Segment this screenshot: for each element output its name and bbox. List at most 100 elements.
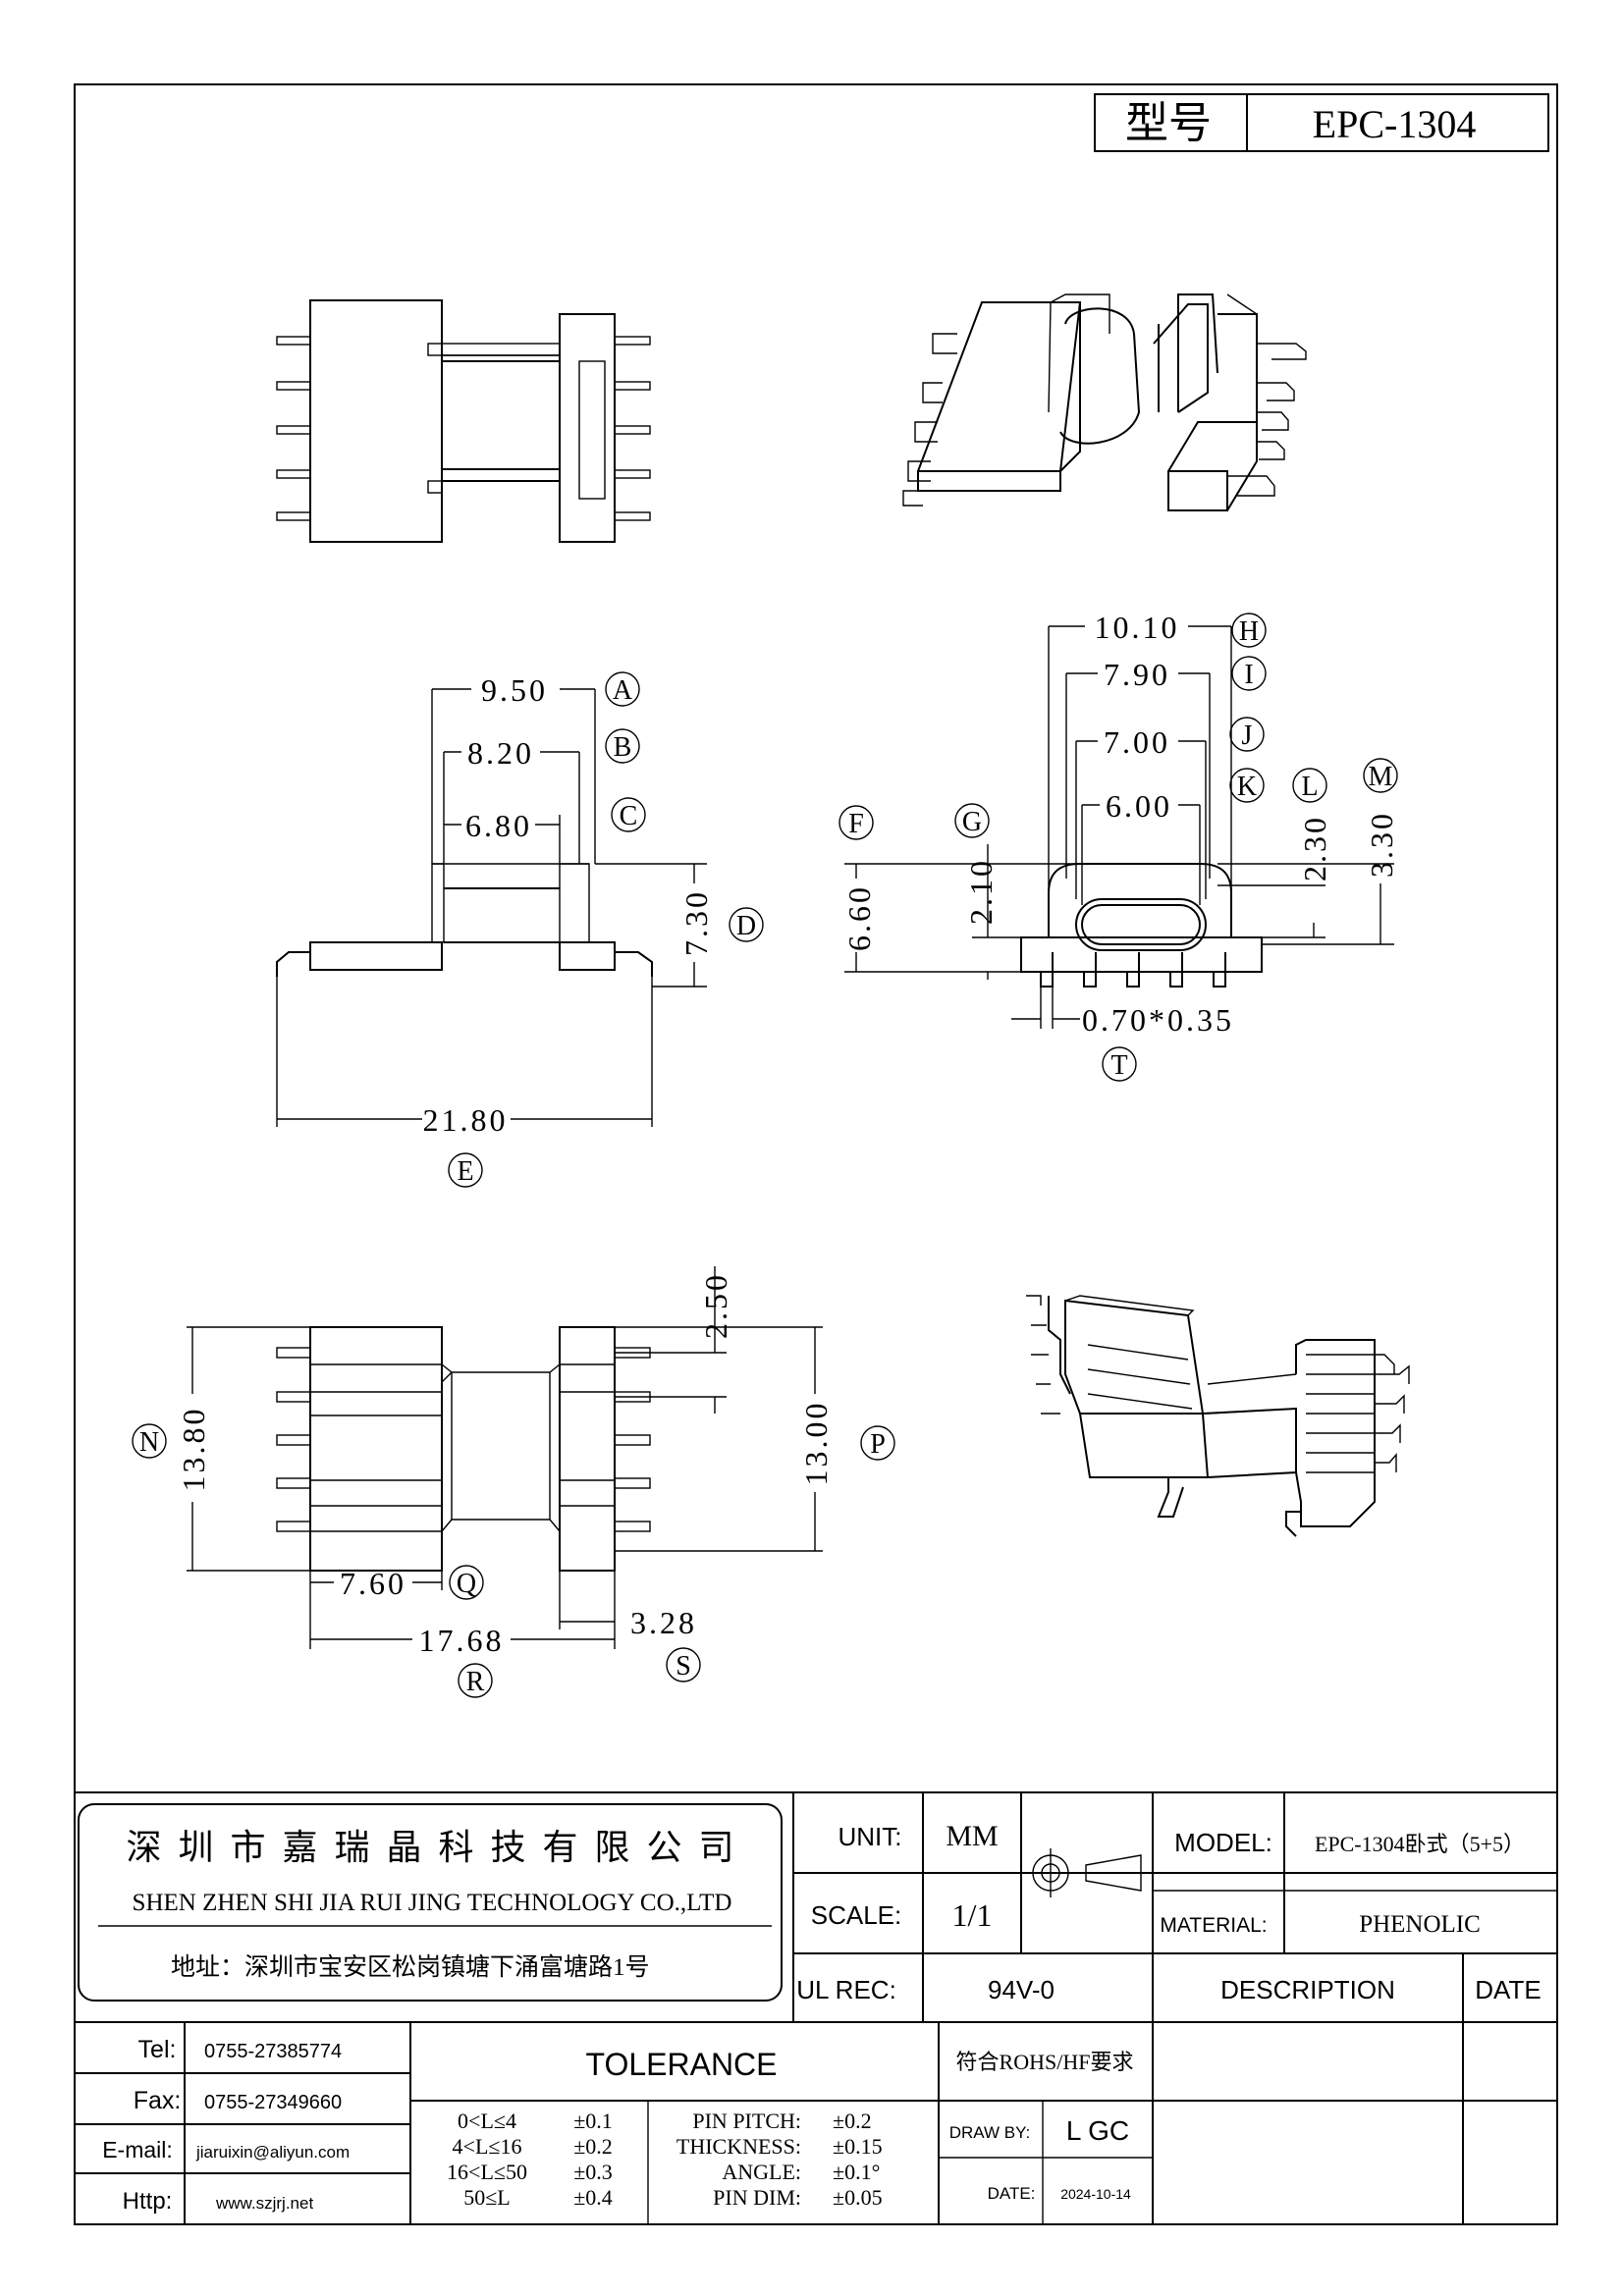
tolerance-item-1: PIN PITCH: (692, 2109, 801, 2133)
tolerance-item-value-1: ±0.2 (833, 2109, 872, 2133)
tolerance-item-value-2: ±0.15 (833, 2134, 883, 2159)
dimension-S: 3.28 (559, 1571, 697, 1640)
dimension-H: 10.10 (1048, 610, 1232, 893)
rohs-note: 符合ROHS/HF要求 (956, 2050, 1134, 2074)
dimension-D: 7.30 (595, 863, 714, 988)
material-value: PHENOLIC (1359, 1911, 1481, 1938)
description-header: DESCRIPTION (1220, 1975, 1395, 2004)
callout-N: N (132, 1423, 167, 1459)
company-address: 地址：深圳市宝安区松岗镇塘下涌富塘路1号 (171, 1953, 650, 1981)
svg-text:H: H (1239, 616, 1259, 647)
date-value: 2024-10-14 (1060, 2186, 1131, 2202)
http-label: Http: (123, 2188, 173, 2215)
svg-text:L: L (1301, 772, 1318, 802)
tel-value: 0755-27385774 (204, 2041, 342, 2062)
callout-C: C (611, 797, 646, 832)
dimension-L: 2.30 (1217, 815, 1332, 938)
callout-M: M (1363, 758, 1398, 793)
tolerance-range-2: 4<L≤16 (453, 2134, 522, 2159)
draw-by-label: DRAW BY: (949, 2123, 1031, 2142)
fax-value: 0755-27349660 (204, 2092, 342, 2113)
svg-text:S: S (676, 1651, 691, 1682)
tolerance-range-value-1: ±0.1 (573, 2109, 613, 2133)
dimension-E: 21.80 (276, 977, 653, 1138)
dim-value-N: 13.80 (176, 1407, 211, 1492)
svg-text:N: N (139, 1427, 159, 1458)
tolerance-range-value-2: ±0.2 (573, 2134, 613, 2159)
ul-value: 94V-0 (988, 1975, 1055, 2004)
dimension-N: 13.80 (176, 1326, 310, 1572)
svg-text:D: D (736, 911, 756, 941)
sheet-border (74, 83, 1558, 2225)
dimension-F: 6.60 (841, 863, 1080, 973)
dim-value-S: 3.28 (630, 1605, 697, 1640)
callout-R: R (458, 1663, 493, 1698)
callout-F: F (839, 805, 874, 840)
callout-E: E (448, 1152, 483, 1188)
tolerance-range-1: 0<L≤4 (458, 2109, 516, 2133)
header-model-box: 型号 EPC-1304 (1094, 93, 1549, 152)
dim-value-K: 6.00 (1106, 788, 1172, 824)
callout-A: A (605, 671, 640, 707)
svg-text:Q: Q (457, 1569, 476, 1599)
dim-value-B: 8.20 (467, 735, 534, 771)
date-label: DATE: (988, 2184, 1036, 2203)
svg-text:C: C (620, 801, 638, 831)
dim-value-J: 7.00 (1104, 724, 1170, 760)
dim-value-O: 2.50 (698, 1272, 733, 1339)
svg-text:R: R (466, 1667, 485, 1697)
spec-cells: UNIT: MM SCALE: 1/1 UL REC: 94V-0 MODEL:… (796, 1820, 1542, 2004)
tolerance-item-3: ANGLE: (722, 2160, 801, 2184)
tolerance-range-3: 16<L≤50 (447, 2160, 527, 2184)
callout-H: H (1231, 613, 1267, 648)
approval-cells: 符合ROHS/HF要求 DRAW BY: L GC DATE: 2024-10-… (949, 2050, 1134, 2224)
dim-value-E: 21.80 (423, 1102, 509, 1138)
projection-symbol-icon (1026, 1848, 1147, 1897)
model-value: EPC-1304卧式（5+5） (1315, 1832, 1525, 1856)
callout-I: I (1231, 656, 1267, 691)
isometric-view-2 (1026, 1295, 1410, 1537)
dim-value-R: 17.68 (419, 1623, 505, 1658)
callout-J: J (1229, 717, 1265, 752)
dim-value-A: 9.50 (481, 672, 548, 708)
dimension-I: 7.90 (1065, 657, 1211, 879)
callout-T: T (1102, 1046, 1137, 1082)
dimension-T: 0.70*0.35 (1011, 987, 1231, 1038)
dimension-J: 7.00 (1075, 724, 1207, 899)
tolerance-item-value-3: ±0.1° (833, 2160, 880, 2184)
company-name-en: SHEN ZHEN SHI JIA RUI JING TECHNOLOGY CO… (133, 1890, 732, 1916)
model-label: MODEL: (1174, 1828, 1272, 1857)
svg-text:I: I (1244, 660, 1253, 690)
tolerance-item-value-4: ±0.05 (833, 2185, 883, 2210)
tolerance-range-4: 50≤L (463, 2185, 511, 2210)
dim-value-M: 3.30 (1364, 811, 1399, 878)
dimension-B: 8.20 (443, 735, 580, 864)
top-view-drawing (276, 299, 651, 543)
dimension-M: 3.30 (1217, 811, 1399, 945)
tolerance-table: TOLERANCE 0<L≤4 4<L≤16 16<L≤50 50≤L ±0.1… (410, 2022, 1557, 2224)
dim-value-H: 10.10 (1095, 610, 1180, 645)
dimension-G: 2.10 (963, 844, 1021, 980)
title-block (75, 1791, 1557, 2224)
http-value: www.szjrj.net (215, 2194, 313, 2213)
svg-text:M: M (1369, 762, 1393, 792)
tolerance-title: TOLERANCE (585, 2047, 777, 2082)
svg-text:F: F (848, 809, 864, 839)
tel-label: Tel: (138, 2036, 177, 2063)
dimension-P: 13.00 (615, 1326, 834, 1552)
callout-P: P (860, 1425, 895, 1461)
svg-text:J: J (1242, 721, 1253, 751)
unit-label: UNIT: (839, 1822, 902, 1851)
dimension-R: 17.68 (310, 1571, 616, 1658)
dimension-C: 6.80 (444, 808, 561, 864)
callout-D: D (729, 907, 764, 942)
dim-value-D: 7.30 (678, 889, 714, 956)
callout-G: G (954, 803, 990, 838)
svg-text:K: K (1237, 772, 1257, 802)
fax-label: Fax: (134, 2087, 182, 2114)
dim-value-I: 7.90 (1104, 657, 1170, 692)
dim-value-F: 6.60 (841, 884, 877, 951)
tolerance-item-2: THICKNESS: (676, 2134, 801, 2159)
svg-text:E: E (457, 1156, 473, 1187)
